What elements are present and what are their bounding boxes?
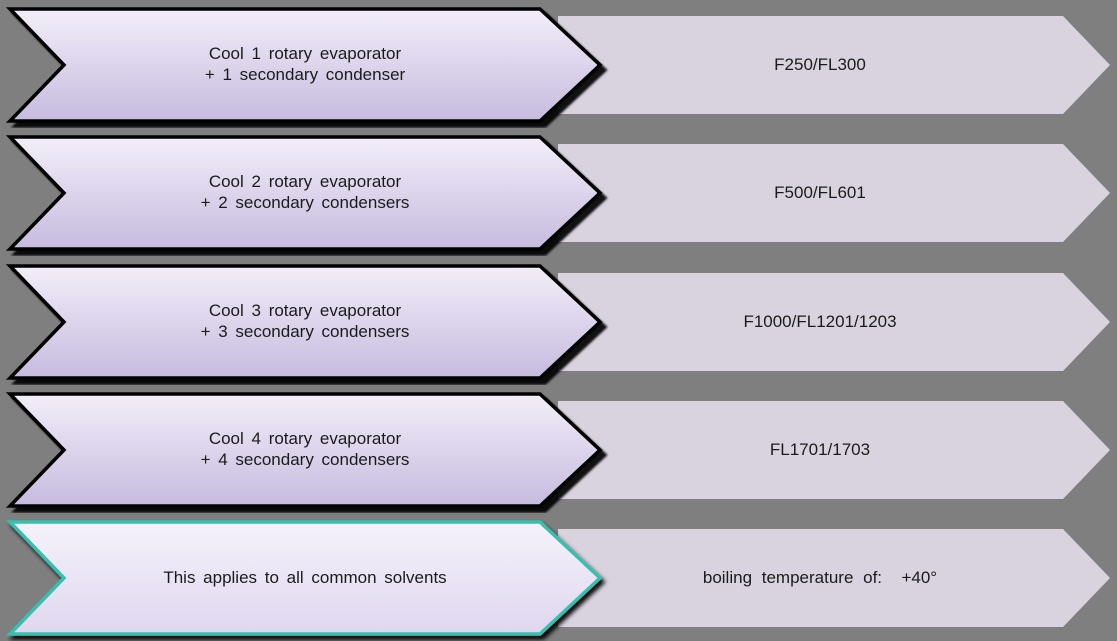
band-value: F250/FL300	[570, 0, 1070, 128]
chevron-label-line1: Cool 2 rotary evaporator	[208, 172, 402, 191]
process-row-2: Cool 2 rotary evaporator + 2 secondary c…	[0, 128, 1117, 256]
band-value-text: F1000/FL1201/1203	[743, 311, 897, 331]
band-value-text: F500/FL601	[774, 182, 866, 202]
chevron-shape	[5, 7, 603, 123]
chevron-label-line2: + 2 secondary condensers	[200, 193, 410, 212]
chevron-shape	[5, 135, 603, 251]
chevron-label: This applies to all common solvents	[55, 513, 555, 641]
band-value-text: boiling temperature of: +40°	[702, 567, 938, 587]
chevron-label-line1: Cool 3 rotary evaporator	[208, 301, 402, 320]
process-row-3: Cool 3 rotary evaporator + 3 secondary c…	[0, 257, 1117, 385]
chevron-shape	[5, 264, 603, 380]
value-band-arrow	[558, 529, 1110, 627]
chevron-label: Cool 2 rotary evaporator + 2 secondary c…	[55, 128, 555, 256]
chevron-label-line1: Cool 1 rotary evaporator	[208, 44, 402, 63]
chevron-label: Cool 3 rotary evaporator + 3 secondary c…	[55, 257, 555, 385]
chevron-shape	[5, 392, 603, 508]
chevron-label-line1: This applies to all common solvents	[163, 567, 447, 587]
chevron-label-line2: + 4 secondary condensers	[200, 450, 410, 469]
process-row-4: Cool 4 rotary evaporator + 4 secondary c…	[0, 385, 1117, 513]
process-row-summary: This applies to all common solvents boil…	[0, 513, 1117, 641]
band-value-text: FL1701/1703	[769, 439, 871, 459]
band-value: F500/FL601	[570, 128, 1070, 256]
value-band-arrow	[558, 401, 1110, 499]
chevron-label: Cool 4 rotary evaporator + 4 secondary c…	[55, 385, 555, 513]
value-band-arrow	[558, 273, 1110, 371]
value-band-arrow	[558, 144, 1110, 242]
chevron-label: Cool 1 rotary evaporator + 1 secondary c…	[55, 0, 555, 128]
chevron-label-line2: + 3 secondary condensers	[200, 322, 410, 341]
band-value-text: F250/FL300	[774, 54, 866, 74]
value-band-arrow	[558, 16, 1110, 114]
chevron-label-line1: Cool 4 rotary evaporator	[208, 429, 402, 448]
band-value: FL1701/1703	[570, 385, 1070, 513]
chevron-label-line2: + 1 secondary condenser	[204, 65, 406, 84]
band-value: F1000/FL1201/1203	[570, 257, 1070, 385]
chevron-shape-teal	[5, 520, 603, 636]
band-value: boiling temperature of: +40°	[570, 513, 1070, 641]
process-row-1: Cool 1 rotary evaporator + 1 secondary c…	[0, 0, 1117, 128]
